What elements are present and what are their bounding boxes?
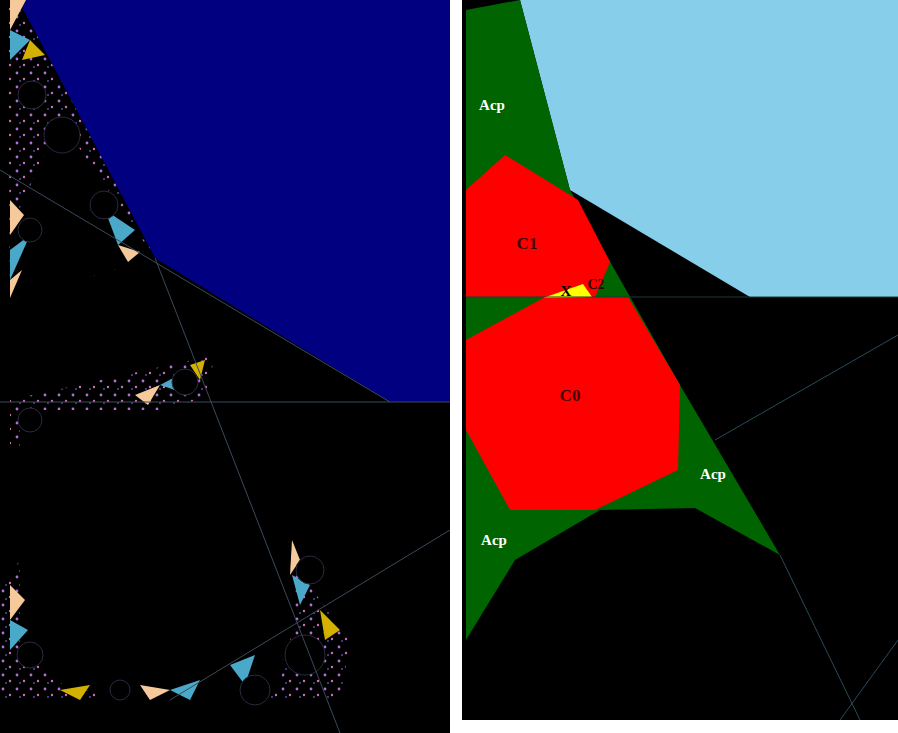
region-label: Acp bbox=[481, 533, 507, 548]
right-panel bbox=[462, 0, 898, 733]
region-label: C1 bbox=[517, 235, 538, 252]
region-label: Acp bbox=[700, 467, 726, 482]
region-label: Acp bbox=[479, 98, 505, 113]
region-label: C2 bbox=[587, 278, 604, 292]
region-label: X bbox=[561, 284, 572, 299]
left-panel bbox=[0, 0, 450, 733]
region-label: C0 bbox=[560, 387, 581, 404]
